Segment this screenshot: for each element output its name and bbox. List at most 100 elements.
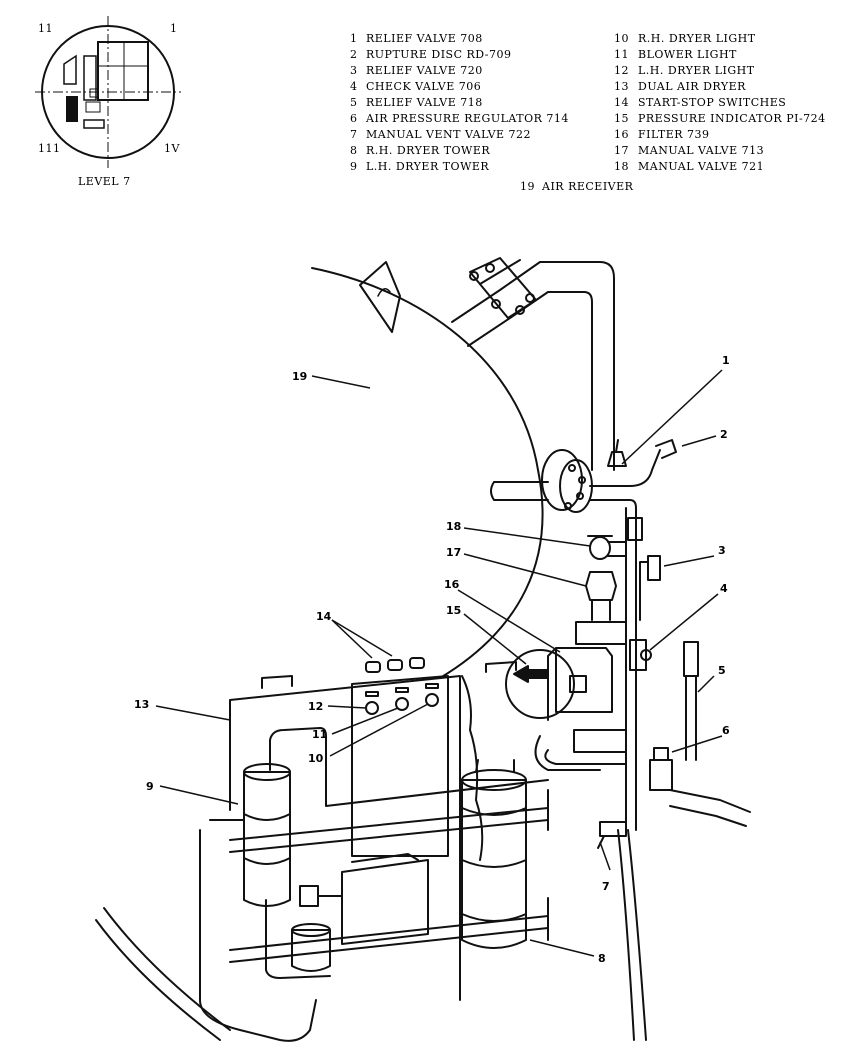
callout-13: 13 <box>134 698 149 711</box>
air-pressure-regulator-714 <box>649 747 673 791</box>
leader-line <box>331 707 399 735</box>
callout-10: 10 <box>308 752 324 765</box>
leader-line <box>331 619 373 659</box>
manual-vent-valve-722 <box>597 821 627 849</box>
valve-body <box>627 517 643 541</box>
relief-valve-720 <box>639 555 661 621</box>
manual-valve-721 <box>589 536 611 560</box>
leader-line <box>327 705 367 709</box>
flange-bolt <box>576 492 584 500</box>
leader-line <box>311 375 371 389</box>
pipe-line <box>589 499 637 831</box>
locator-block <box>63 54 77 85</box>
flange-bolt <box>568 464 576 472</box>
quadrant-label-iii: 111 <box>38 142 61 155</box>
leader-line <box>331 619 393 657</box>
locator-block <box>85 101 101 113</box>
condensate-trap <box>291 929 331 972</box>
callout-3: 3 <box>718 544 726 557</box>
dryer-tubing <box>534 735 627 771</box>
rupture-disc-709 <box>589 439 677 487</box>
manual-valve-713-stem <box>591 599 611 621</box>
dryer-tubing <box>265 899 331 979</box>
top-flange <box>479 259 521 285</box>
blower-port <box>299 885 343 907</box>
flange-bolt <box>469 271 479 281</box>
quadrant-label-i: 1 <box>170 22 178 35</box>
rh-dryer-tower <box>461 779 527 949</box>
start-stop-switch <box>365 661 381 673</box>
locator-block <box>89 88 99 98</box>
flange-bolt <box>525 293 535 303</box>
relief-valve-708 <box>607 439 627 467</box>
leader-line <box>529 939 595 957</box>
locator-highlight <box>66 96 78 122</box>
locator-block <box>97 41 149 101</box>
lh-dryer-tower-strap <box>243 813 291 865</box>
receiver-outlet-pipe <box>490 481 549 501</box>
leader-line <box>155 705 231 721</box>
top-pipe <box>467 291 593 471</box>
rh-dryer-light <box>425 693 439 707</box>
leader-line <box>329 703 429 757</box>
callout-16: 16 <box>444 578 460 591</box>
callout-numbers: 1 2 3 4 5 6 7 8 9 10 11 12 13 14 15 16 1… <box>134 354 730 965</box>
top-pipe <box>451 261 615 471</box>
leader-line <box>681 435 717 447</box>
dryer-tubing <box>269 727 549 807</box>
callout-17: 17 <box>446 546 461 559</box>
air-receiver-saddle <box>359 261 401 333</box>
dryer-tubing <box>95 907 231 1041</box>
top-flange <box>469 257 537 319</box>
leader-line <box>663 555 715 567</box>
level-locator: 11 1 111 1V LEVEL 7 <box>35 16 181 188</box>
leader-line <box>463 613 527 665</box>
light-label-plate <box>395 687 409 693</box>
lh-dryer-tower <box>243 771 291 907</box>
manual-valve-721-body <box>587 535 627 557</box>
quadrant-label-ii: 11 <box>38 22 53 35</box>
callout-15: 15 <box>446 604 461 617</box>
relief-valve-718 <box>683 641 699 761</box>
start-stop-switch <box>409 657 425 669</box>
receiver-outlet-flange <box>541 449 583 511</box>
regulator-pipe <box>669 789 751 827</box>
filter-739-plug <box>569 675 587 693</box>
callout-11: 11 <box>312 728 327 741</box>
leader-line <box>463 527 591 547</box>
leader-line <box>621 369 723 465</box>
callout-7: 7 <box>602 880 610 893</box>
leader-line <box>671 735 723 753</box>
dryer-control-panel <box>351 675 449 857</box>
locator-block <box>83 55 97 101</box>
callout-8: 8 <box>598 952 606 965</box>
air-receiver <box>311 267 544 679</box>
leader-line <box>457 589 561 653</box>
filter-739-flange <box>575 621 627 645</box>
callout-6: 6 <box>722 724 730 737</box>
leader-lines <box>155 369 723 957</box>
condensate-trap-top <box>291 923 331 937</box>
cabinet-cutaway <box>461 675 484 861</box>
light-label-plate <box>425 683 439 689</box>
pressure-indicator-arrow <box>513 665 549 683</box>
pressure-indicator-724 <box>505 649 575 719</box>
leader-line <box>463 553 587 587</box>
lh-dryer-tower-top <box>243 763 291 781</box>
callout-12: 12 <box>308 700 323 713</box>
filter-739-flange <box>573 729 627 753</box>
